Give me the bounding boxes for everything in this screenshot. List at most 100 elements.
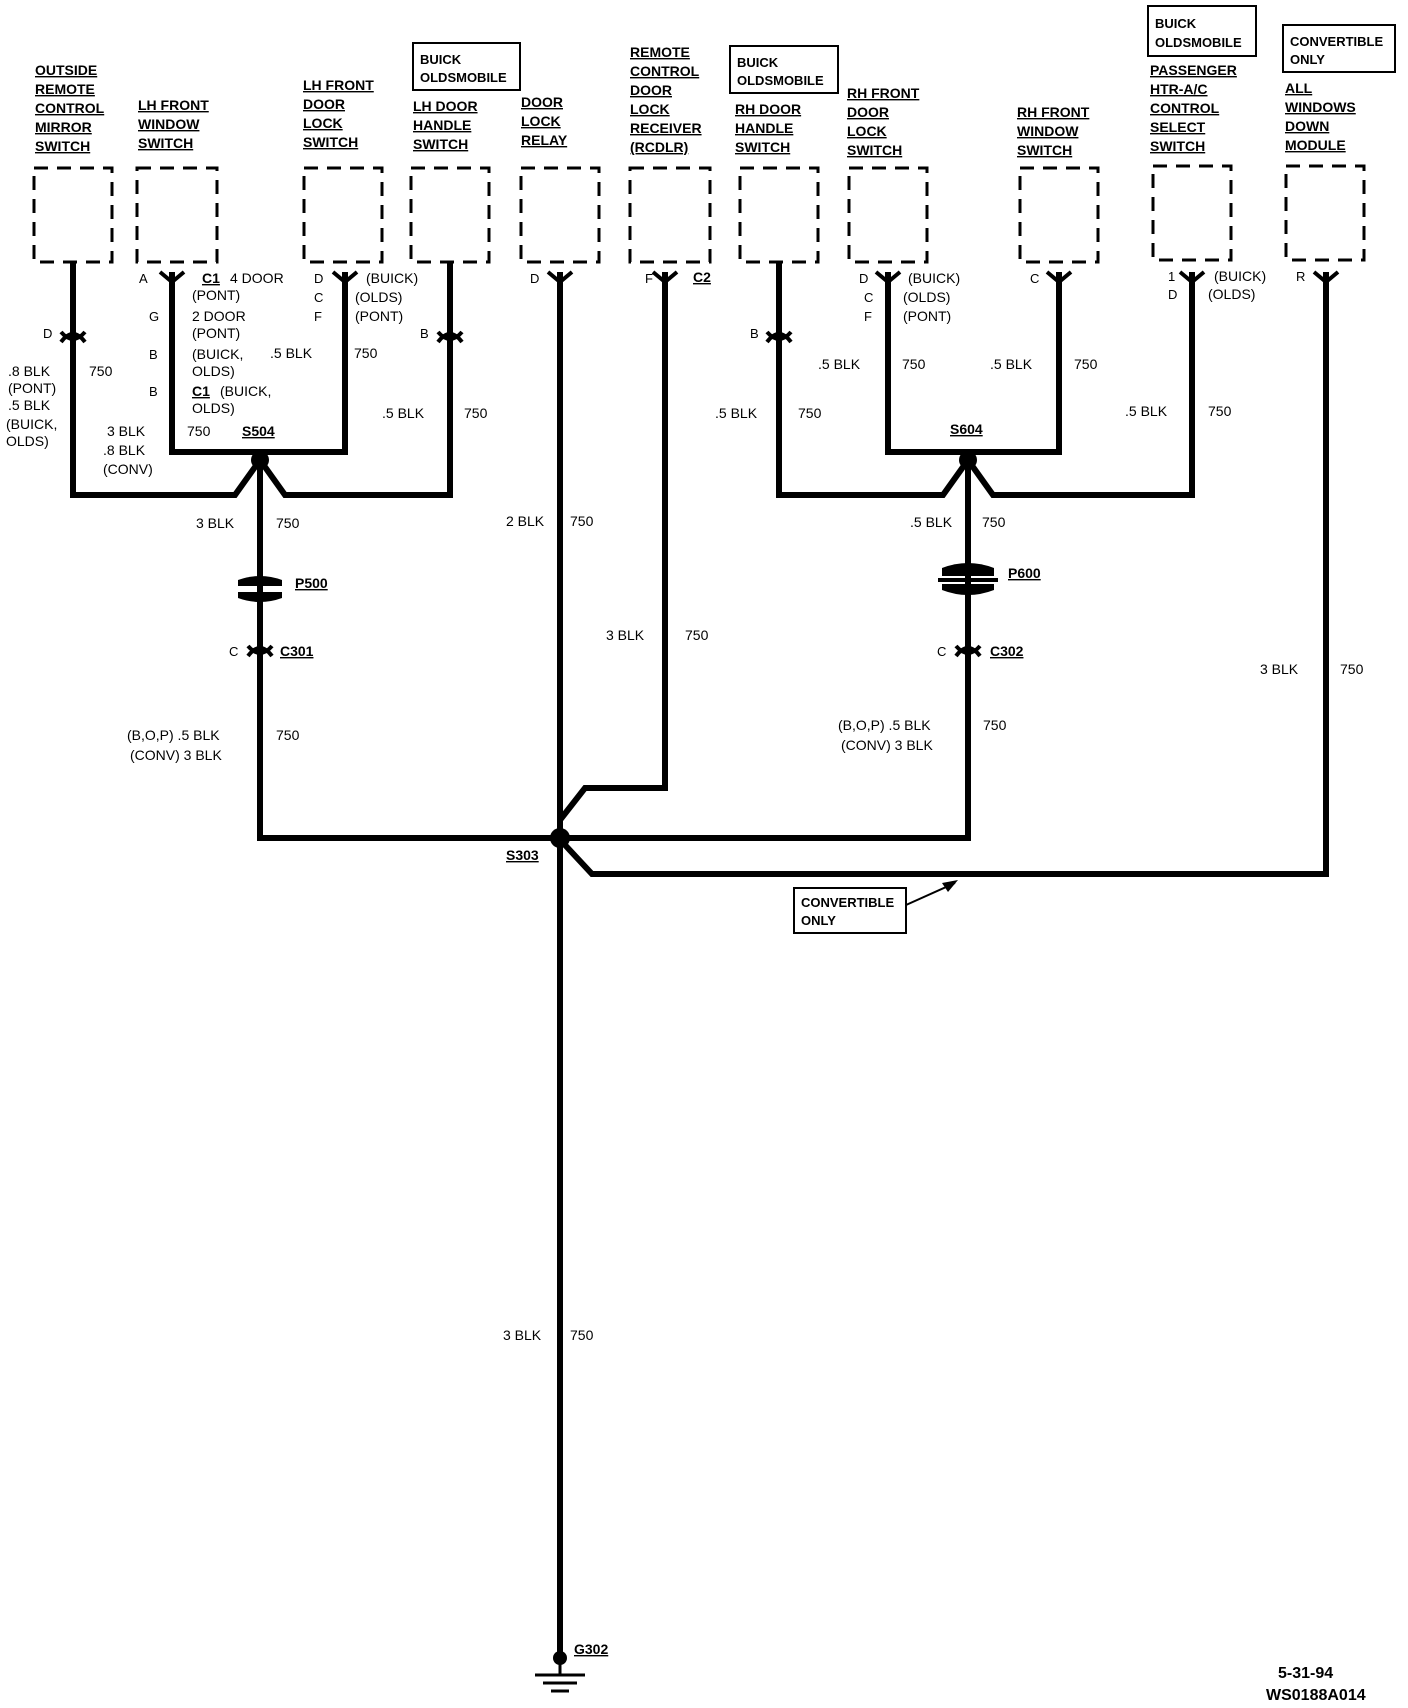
svg-text:DOOR: DOOR — [847, 104, 889, 120]
svg-text:MODULE: MODULE — [1285, 137, 1346, 153]
svg-text:3 BLK: 3 BLK — [503, 1327, 542, 1343]
svg-text:.5 BLK: .5 BLK — [382, 405, 425, 421]
svg-text:CONVERTIBLE: CONVERTIBLE — [801, 895, 895, 910]
svg-text:REMOTE: REMOTE — [630, 44, 690, 60]
svg-text:(OLDS): (OLDS) — [903, 289, 950, 305]
svg-text:D: D — [859, 271, 868, 286]
svg-text:(CONV): (CONV) — [103, 461, 153, 477]
label-c301: C301 — [280, 643, 314, 659]
svg-text:.5 BLK: .5 BLK — [990, 356, 1033, 372]
svg-text:(CONV) 3 BLK: (CONV) 3 BLK — [841, 737, 933, 753]
svg-text:RELAY: RELAY — [521, 132, 568, 148]
pin-letters: D A G B B D C F B D F B D C F C 1 D R C … — [43, 269, 1305, 659]
box-pass-htr — [1151, 164, 1233, 262]
box-rh-door-lock — [847, 166, 929, 264]
component-label-outside-mirror: OUTSIDE REMOTE CONTROL MIRROR SWITCH — [35, 62, 105, 154]
svg-text:C: C — [1030, 271, 1039, 286]
component-label-lh-door-lock: LH FRONT DOOR LOCK SWITCH — [303, 77, 374, 150]
svg-text:LH FRONT: LH FRONT — [138, 97, 209, 113]
svg-text:(CONV) 3 BLK: (CONV) 3 BLK — [130, 747, 222, 763]
svg-text:SWITCH: SWITCH — [847, 142, 902, 158]
svg-text:OLDSMOBILE: OLDSMOBILE — [420, 70, 507, 85]
svg-text:(BUICK): (BUICK) — [1214, 268, 1266, 284]
svg-text:750: 750 — [798, 405, 822, 421]
svg-text:750: 750 — [1208, 403, 1232, 419]
svg-text:HANDLE: HANDLE — [735, 120, 793, 136]
svg-text:LH DOOR: LH DOOR — [413, 98, 478, 114]
svg-text:SWITCH: SWITCH — [35, 138, 90, 154]
svg-text:(B,O,P) .5 BLK: (B,O,P) .5 BLK — [127, 727, 220, 743]
svg-text:(PONT): (PONT) — [192, 287, 240, 303]
svg-text:(PONT): (PONT) — [8, 380, 56, 396]
splice-s504 — [251, 451, 269, 469]
svg-text:(B,O,P) .5 BLK: (B,O,P) .5 BLK — [838, 717, 931, 733]
svg-text:(RCDLR): (RCDLR) — [630, 139, 688, 155]
component-label-lh-door-handle: LH DOOR HANDLE SWITCH — [413, 98, 478, 152]
label-g302: G302 — [574, 1641, 608, 1657]
component-label-rcdlr: REMOTE CONTROL DOOR LOCK RECEIVER (RCDLR… — [630, 44, 702, 155]
component-label-all-windows: ALL WINDOWS DOWN MODULE — [1285, 80, 1356, 153]
svg-text:RECEIVER: RECEIVER — [630, 120, 702, 136]
svg-text:(OLDS): (OLDS) — [355, 289, 402, 305]
svg-text:.5 BLK: .5 BLK — [1125, 403, 1168, 419]
svg-text:3 BLK: 3 BLK — [606, 627, 645, 643]
svg-text:SWITCH: SWITCH — [1150, 138, 1205, 154]
svg-text:(PONT): (PONT) — [355, 308, 403, 324]
svg-text:3 BLK: 3 BLK — [196, 515, 235, 531]
svg-text:ALL: ALL — [1285, 80, 1313, 96]
svg-text:.5 BLK: .5 BLK — [715, 405, 758, 421]
svg-text:OLDS): OLDS) — [192, 400, 235, 416]
svg-text:D: D — [530, 271, 539, 286]
splice-s604 — [959, 451, 977, 469]
svg-text:750: 750 — [685, 627, 709, 643]
option-tag-rh-handle: BUICK OLDSMOBILE — [729, 45, 839, 94]
svg-text:SWITCH: SWITCH — [138, 135, 193, 151]
svg-text:SWITCH: SWITCH — [413, 136, 468, 152]
svg-text:B: B — [149, 347, 158, 362]
svg-text:ONLY: ONLY — [801, 913, 836, 928]
box-lh-door-handle — [409, 166, 491, 264]
label-s303: S303 — [506, 847, 539, 863]
svg-text:C: C — [229, 644, 238, 659]
svg-text:ONLY: ONLY — [1290, 52, 1325, 67]
grommet-p600 — [938, 563, 998, 595]
svg-text:LOCK: LOCK — [303, 115, 343, 131]
terminal-symbols — [59, 270, 1340, 658]
svg-text:CONVERTIBLE: CONVERTIBLE — [1290, 34, 1384, 49]
svg-text:C1: C1 — [192, 383, 210, 399]
svg-text:PASSENGER: PASSENGER — [1150, 62, 1237, 78]
svg-text:RH FRONT: RH FRONT — [1017, 104, 1090, 120]
svg-text:DOWN: DOWN — [1285, 118, 1329, 134]
svg-text:OLDS): OLDS) — [192, 363, 235, 379]
svg-text:B: B — [149, 384, 158, 399]
svg-text:OLDSMOBILE: OLDSMOBILE — [737, 73, 824, 88]
svg-text:C: C — [937, 644, 946, 659]
connector-notes: C1 4 DOOR (PONT) 2 DOOR (PONT) (BUICK, O… — [192, 268, 1266, 416]
label-s604: S604 — [950, 421, 983, 437]
svg-text:.8 BLK: .8 BLK — [8, 363, 51, 379]
svg-text:.5 BLK: .5 BLK — [910, 514, 953, 530]
svg-text:750: 750 — [1074, 356, 1098, 372]
svg-text:OLDSMOBILE: OLDSMOBILE — [1155, 35, 1242, 50]
svg-text:B: B — [750, 326, 759, 341]
diagram-code: WS0188A014 — [1266, 1687, 1366, 1704]
svg-text:SELECT: SELECT — [1150, 119, 1206, 135]
svg-text:750: 750 — [902, 356, 926, 372]
svg-text:D: D — [1168, 287, 1177, 302]
svg-text:C: C — [864, 290, 873, 305]
svg-text:SWITCH: SWITCH — [1017, 142, 1072, 158]
svg-text:B: B — [420, 326, 429, 341]
svg-text:.8 BLK: .8 BLK — [103, 442, 146, 458]
svg-text:(BUICK,: (BUICK, — [220, 383, 271, 399]
svg-text:CONTROL: CONTROL — [35, 100, 105, 116]
svg-text:F: F — [864, 309, 872, 324]
svg-text:750: 750 — [354, 345, 378, 361]
box-lh-door-lock — [302, 166, 384, 264]
svg-text:HANDLE: HANDLE — [413, 117, 471, 133]
component-label-rh-window: RH FRONT WINDOW SWITCH — [1017, 104, 1090, 158]
svg-text:CONTROL: CONTROL — [630, 63, 700, 79]
box-all-windows — [1284, 164, 1366, 262]
svg-text:D: D — [43, 326, 52, 341]
box-rh-door-handle — [738, 166, 820, 264]
label-p600: P600 — [1008, 565, 1041, 581]
